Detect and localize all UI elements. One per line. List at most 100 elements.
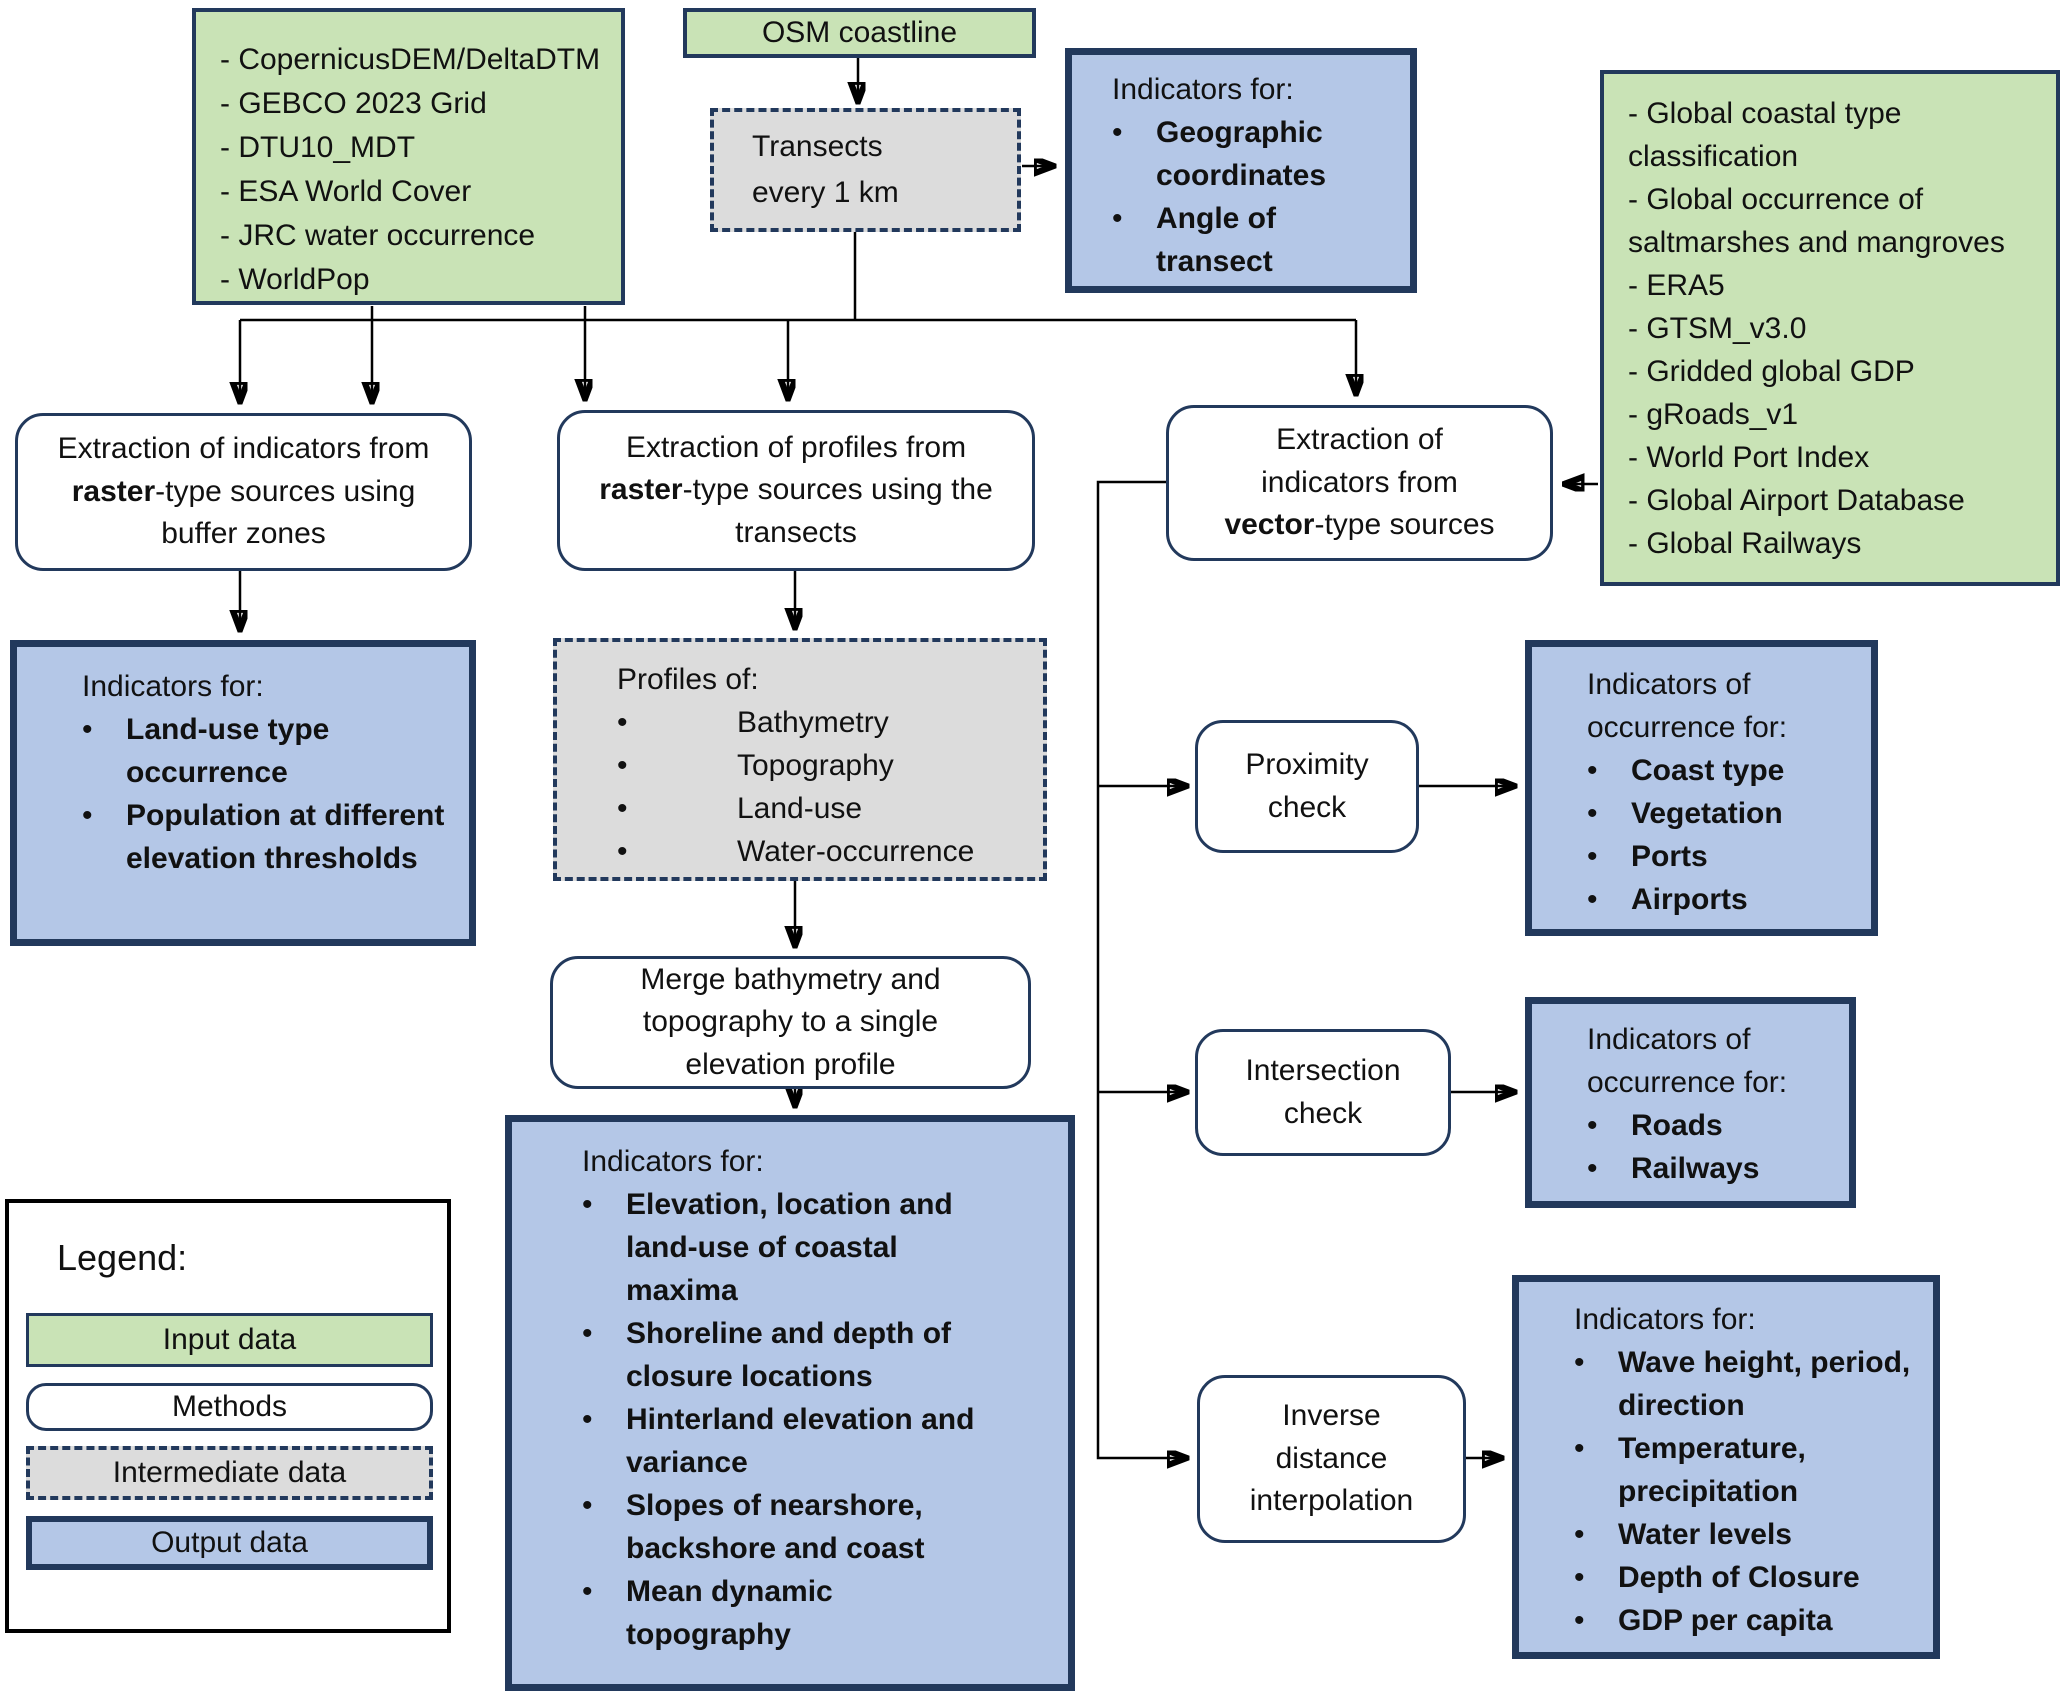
- input-source-line: - World Port Index: [1628, 441, 1870, 474]
- bullet-glyph: •: [617, 792, 628, 825]
- input-raster-sources-box: - CopernicusDEM/DeltaDTM - GEBCO 2023 Gr…: [192, 8, 625, 305]
- output-item: Shoreline and depth of closure locations: [626, 1317, 952, 1393]
- output-item: Airports: [1631, 883, 1748, 916]
- method-vector-box: Extraction of indicators from vector-typ…: [1166, 405, 1553, 561]
- output-item-row: • Wave height, period, direction: [1574, 1341, 1913, 1427]
- bullet-glyph: •: [1112, 202, 1123, 235]
- input-source-line: - gRoads_v1: [1628, 398, 1799, 431]
- legend-methods-swatch: Methods: [26, 1383, 433, 1431]
- intermediate-item: Water-occurrence: [737, 835, 975, 868]
- legend-output-swatch: Output data: [26, 1516, 433, 1570]
- output-item-row: • Depth of Closure: [1574, 1556, 1913, 1599]
- output-header: Indicators of occurrence for:: [1587, 1023, 1788, 1099]
- output-item-row: • Angle of transect: [1112, 197, 1382, 283]
- method-text-bold: raster: [71, 474, 156, 508]
- method-text: -type sources using the transects: [682, 473, 993, 549]
- output-item: Temperature, precipitation: [1618, 1432, 1806, 1508]
- big-output-box: Indicators for: • Elevation, location an…: [505, 1115, 1075, 1691]
- bullet-glyph: •: [617, 749, 628, 782]
- input-source-line: - JRC water occurrence: [220, 219, 536, 252]
- legend-box: Legend: Input data Methods Intermediate …: [5, 1199, 451, 1633]
- intermediate-header: Profiles of:: [617, 663, 759, 696]
- input-source-line: - GEBCO 2023 Grid: [220, 87, 487, 120]
- bullet-glyph: •: [1574, 1432, 1585, 1465]
- legend-intermediate-label: Intermediate data: [112, 1456, 347, 1489]
- input-source-line: - WorldPop: [220, 263, 370, 296]
- output-item: Railways: [1631, 1152, 1760, 1185]
- output-item-row: • Slopes of nearshore, backshore and coa…: [582, 1484, 1048, 1570]
- output-item: Geographic coordinates: [1156, 116, 1327, 192]
- output-header: Indicators of occurrence for:: [1587, 668, 1788, 744]
- output-item-row: • Mean dynamic topography: [582, 1570, 1048, 1656]
- output-item: Hinterland elevation and variance: [626, 1403, 975, 1479]
- method-intersection-box: Intersection check: [1195, 1029, 1451, 1156]
- output-item: Slopes of nearshore, backshore and coast: [626, 1489, 925, 1565]
- input-source-line: - CopernicusDEM/DeltaDTM: [220, 43, 601, 76]
- input-source-line: - ERA5: [1628, 269, 1725, 302]
- output-item-row: • Vegetation: [1587, 792, 1846, 835]
- method-text: Extraction of indicators from: [57, 432, 430, 466]
- line-vector-branch-trunk: [1096, 480, 1183, 1458]
- osm-coastline-label: OSM coastline: [761, 16, 958, 49]
- intermediate-item-row: • Topography: [617, 744, 1028, 787]
- osm-coastline-box: OSM coastline: [683, 8, 1036, 58]
- method-text-bold: raster: [599, 473, 683, 507]
- output-item-row: • Elevation, location and land-use of co…: [582, 1183, 1048, 1312]
- method-text: Extraction of profiles from: [625, 430, 967, 464]
- method-text: -type sources: [1314, 508, 1495, 542]
- bullet-glyph: •: [1574, 1604, 1585, 1637]
- legend-input-label: Input data: [162, 1323, 297, 1356]
- output-item: Depth of Closure: [1618, 1561, 1860, 1594]
- intermediate-item-row: • Bathymetry: [617, 701, 1028, 744]
- input-source-line: - Global coastal type classification: [1628, 97, 1902, 173]
- output-item-row: • Shoreline and depth of closure locatio…: [582, 1312, 1048, 1398]
- bullet-glyph: •: [1587, 883, 1598, 916]
- output-item: Roads: [1631, 1109, 1723, 1142]
- bullet-glyph: •: [617, 706, 628, 739]
- bullet-glyph: •: [1574, 1518, 1585, 1551]
- output-item: Elevation, location and land-use of coas…: [626, 1188, 953, 1307]
- output-item-row: • Hinterland elevation and variance: [582, 1398, 1048, 1484]
- bullet-glyph: •: [82, 799, 93, 832]
- output-item: Water levels: [1618, 1518, 1792, 1551]
- output-item: Ports: [1631, 840, 1708, 873]
- output-item: Vegetation: [1631, 797, 1783, 830]
- method-label: Inverse distance interpolation: [1249, 1399, 1414, 1518]
- roads-output-box: Indicators of occurrence for: • Roads • …: [1525, 997, 1856, 1208]
- input-source-line: - GTSM_v3.0: [1628, 312, 1807, 345]
- output-item-row: • Railways: [1587, 1147, 1831, 1190]
- left-output-box: Indicators for: • Land-use type occurren…: [10, 640, 476, 946]
- input-source-line: - Global Airport Database: [1628, 484, 1965, 517]
- method-label: Extraction of indicators from vector-typ…: [1213, 419, 1506, 547]
- output-item-row: • Land-use type occurrence: [82, 708, 447, 794]
- legend-output-label: Output data: [151, 1526, 308, 1559]
- method-text-bold: vector: [1224, 508, 1315, 542]
- transects-line: every 1 km: [752, 176, 899, 209]
- output-item: GDP per capita: [1618, 1604, 1833, 1637]
- input-vector-sources-box: - Global coastal type classification - G…: [1600, 70, 2060, 586]
- method-text: Extraction of indicators from: [1261, 423, 1458, 499]
- output-item: Angle of transect: [1156, 202, 1276, 278]
- bullet-glyph: •: [1587, 797, 1598, 830]
- intermediate-item-row: • Water-occurrence: [617, 830, 1028, 873]
- bullet-glyph: •: [1587, 840, 1598, 873]
- output-item-row: • Geographic coordinates: [1112, 111, 1382, 197]
- output-item-row: • Temperature, precipitation: [1574, 1427, 1913, 1513]
- method-merge-box: Merge bathymetry and topography to a sin…: [550, 956, 1031, 1089]
- intermediate-item-row: • Land-use: [617, 787, 1028, 830]
- bullet-glyph: •: [1587, 1109, 1598, 1142]
- geo-output-box: Indicators for: • Geographic coordinates…: [1065, 48, 1417, 293]
- bullet-glyph: •: [1112, 116, 1123, 149]
- coast-output-box: Indicators of occurrence for: • Coast ty…: [1525, 640, 1878, 936]
- legend-methods-label: Methods: [171, 1390, 288, 1423]
- method-text: -type sources using buffer zones: [155, 474, 416, 551]
- bullet-glyph: •: [582, 1188, 593, 1221]
- output-header: Indicators for:: [1574, 1303, 1756, 1336]
- method-raster-profiles-box: Extraction of profiles from raster-type …: [557, 410, 1035, 571]
- bullet-glyph: •: [582, 1489, 593, 1522]
- intermediate-item: Topography: [737, 749, 894, 782]
- legend-title: Legend:: [57, 1237, 188, 1278]
- input-source-line: - DTU10_MDT: [220, 131, 416, 164]
- bottom-output-box: Indicators for: • Wave height, period, d…: [1512, 1275, 1940, 1659]
